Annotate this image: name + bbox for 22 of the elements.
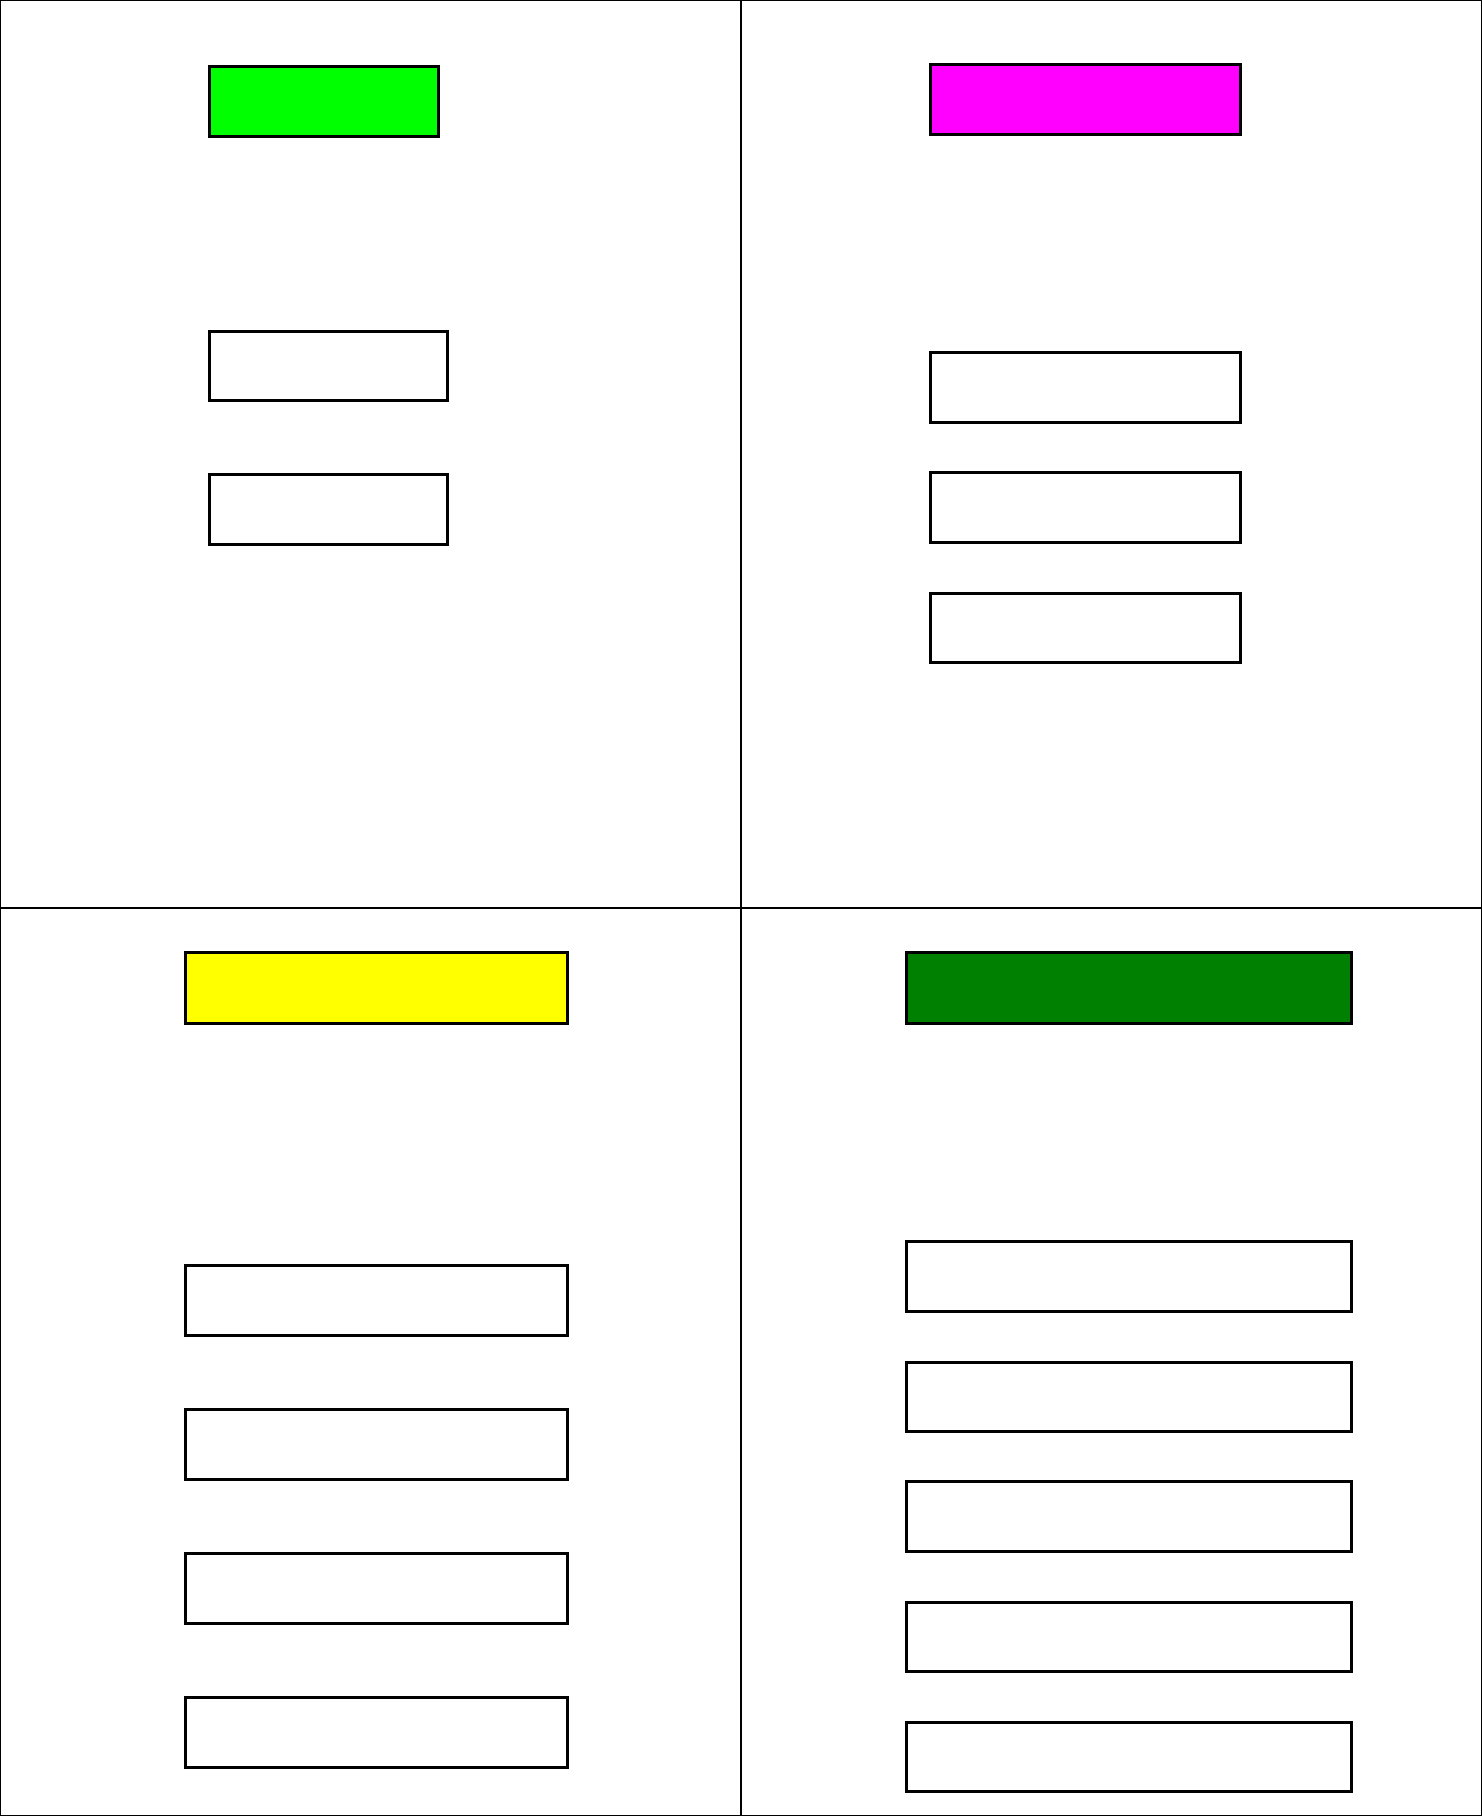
- empty-box: [905, 1601, 1353, 1673]
- panel-frame: [0, 0, 741, 908]
- empty-box: [929, 471, 1242, 544]
- empty-box: [929, 592, 1242, 664]
- empty-box: [184, 1408, 569, 1481]
- empty-box: [905, 1240, 1353, 1313]
- panel-frame: [741, 0, 1482, 908]
- empty-box: [208, 473, 449, 546]
- empty-box: [905, 1480, 1353, 1553]
- empty-box: [208, 330, 449, 402]
- empty-box: [905, 1361, 1353, 1433]
- empty-box: [184, 1696, 569, 1769]
- empty-box: [184, 951, 569, 1025]
- empty-box: [208, 65, 440, 138]
- empty-box: [905, 1721, 1353, 1793]
- empty-box: [929, 63, 1242, 136]
- panel-frame: [741, 908, 1482, 1816]
- panel-frame: [0, 908, 741, 1816]
- empty-box: [929, 351, 1242, 424]
- empty-box: [184, 1552, 569, 1625]
- empty-box: [184, 1264, 569, 1337]
- empty-box: [905, 951, 1353, 1025]
